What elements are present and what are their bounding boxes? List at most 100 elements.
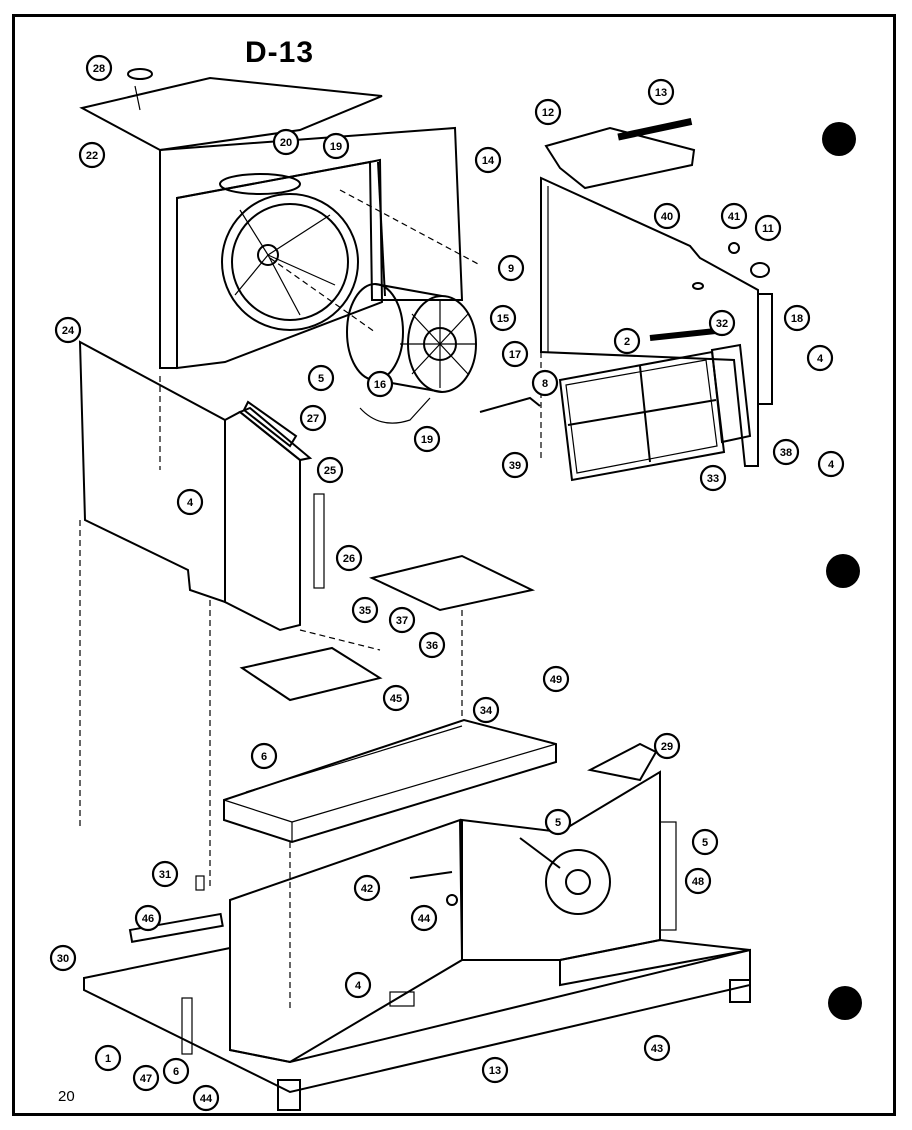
knob-part xyxy=(728,242,770,278)
callout-label: 19 xyxy=(421,434,433,446)
blower-housing-part xyxy=(159,126,464,370)
diagram-title: D-13 xyxy=(245,36,315,69)
top-grille-part xyxy=(544,118,696,190)
callout-label: 4 xyxy=(828,459,835,471)
callout-label: 36 xyxy=(426,640,438,652)
callout-38: 38 xyxy=(772,438,800,466)
callout-label: 46 xyxy=(142,913,154,925)
callout-25: 25 xyxy=(316,456,344,484)
callout-49: 49 xyxy=(542,665,570,693)
callout-label: 25 xyxy=(324,465,336,477)
callout-label: 6 xyxy=(173,1066,179,1078)
callout-24: 24 xyxy=(54,316,82,344)
callout-label: 43 xyxy=(651,1043,663,1055)
callout-9: 9 xyxy=(497,254,525,282)
callout-5: 5 xyxy=(544,808,572,836)
callout-label: 13 xyxy=(655,87,667,99)
callout-label: 29 xyxy=(661,741,673,753)
callout-label: 34 xyxy=(480,705,493,717)
callout-34: 34 xyxy=(472,696,500,724)
callout-12: 12 xyxy=(534,98,562,126)
callout-45: 45 xyxy=(382,684,410,712)
callout-label: 4 xyxy=(187,497,194,509)
callout-label: 11 xyxy=(762,223,774,235)
callout-19: 19 xyxy=(413,425,441,453)
callout-13: 13 xyxy=(481,1056,509,1084)
callout-5: 5 xyxy=(691,828,719,856)
callout-15: 15 xyxy=(489,304,517,332)
callout-22: 22 xyxy=(78,141,106,169)
page-border xyxy=(12,14,896,1116)
callout-label: 44 xyxy=(200,1093,213,1105)
callout-label: 12 xyxy=(542,107,554,119)
callout-32: 32 xyxy=(708,309,736,337)
callout-4: 4 xyxy=(817,450,845,478)
callout-28: 28 xyxy=(85,54,113,82)
callout-label: 5 xyxy=(702,837,708,849)
callout-label: 16 xyxy=(374,379,386,391)
callout-11: 11 xyxy=(754,214,782,242)
callout-label: 47 xyxy=(140,1073,152,1085)
callout-46: 46 xyxy=(134,904,162,932)
callout-label: 27 xyxy=(307,413,319,425)
callout-label: 49 xyxy=(550,674,562,686)
top-cover-part xyxy=(79,68,383,152)
drain-pan-45-part xyxy=(239,646,383,702)
callout-39: 39 xyxy=(501,451,529,479)
callout-44: 44 xyxy=(410,904,438,932)
callout-27: 27 xyxy=(299,404,327,432)
callout-label: 17 xyxy=(509,349,521,361)
callout-44: 44 xyxy=(192,1084,220,1112)
callout-label: 28 xyxy=(93,63,105,75)
callout-label: 15 xyxy=(497,313,509,325)
callout-label: 33 xyxy=(707,473,719,485)
coil-part xyxy=(223,610,557,1010)
callout-13: 13 xyxy=(647,78,675,106)
callout-label: 30 xyxy=(57,953,69,965)
callout-31: 31 xyxy=(151,860,179,888)
callout-14: 14 xyxy=(474,146,502,174)
callout-6: 6 xyxy=(162,1057,190,1085)
callout-label: 13 xyxy=(489,1065,501,1077)
drain-pan-35-part xyxy=(369,554,536,612)
side-strip-part xyxy=(757,293,773,405)
callout-5: 5 xyxy=(307,364,335,392)
callout-label: 8 xyxy=(542,378,548,390)
callout-label: 48 xyxy=(692,876,704,888)
callout-label: 37 xyxy=(396,615,408,627)
motor-part xyxy=(269,189,541,424)
callout-33: 33 xyxy=(699,464,727,492)
callout-label: 9 xyxy=(508,263,514,275)
callout-17: 17 xyxy=(501,340,529,368)
callout-label: 22 xyxy=(86,150,98,162)
callout-label: 35 xyxy=(359,605,371,617)
callout-1: 1 xyxy=(94,1044,122,1072)
callout-label: 40 xyxy=(661,211,673,223)
callout-4: 4 xyxy=(806,344,834,372)
front-panel-part xyxy=(540,176,759,467)
callout-label: 5 xyxy=(318,373,324,385)
callout-35: 35 xyxy=(351,596,379,624)
callout-26: 26 xyxy=(335,544,363,572)
callout-label: 4 xyxy=(355,980,362,992)
callout-label: 41 xyxy=(728,211,740,223)
callout-6: 6 xyxy=(250,742,278,770)
callout-19: 19 xyxy=(322,132,350,160)
callout-8: 8 xyxy=(531,369,559,397)
callout-label: 4 xyxy=(817,353,824,365)
callout-40: 40 xyxy=(653,202,681,230)
binder-hole-top xyxy=(822,122,856,156)
callout-label: 1 xyxy=(105,1053,111,1065)
center-partition-part xyxy=(209,400,381,890)
callout-label: 32 xyxy=(716,318,728,330)
callout-4: 4 xyxy=(176,488,204,516)
callout-label: 42 xyxy=(361,883,373,895)
binder-hole-bottom xyxy=(828,986,862,1020)
callout-label: 26 xyxy=(343,553,355,565)
base-pan-part xyxy=(83,742,751,1111)
callout-label: 20 xyxy=(280,137,292,149)
callout-label: 5 xyxy=(555,817,561,829)
callout-label: 14 xyxy=(482,155,495,167)
side-panel-part xyxy=(78,340,226,830)
